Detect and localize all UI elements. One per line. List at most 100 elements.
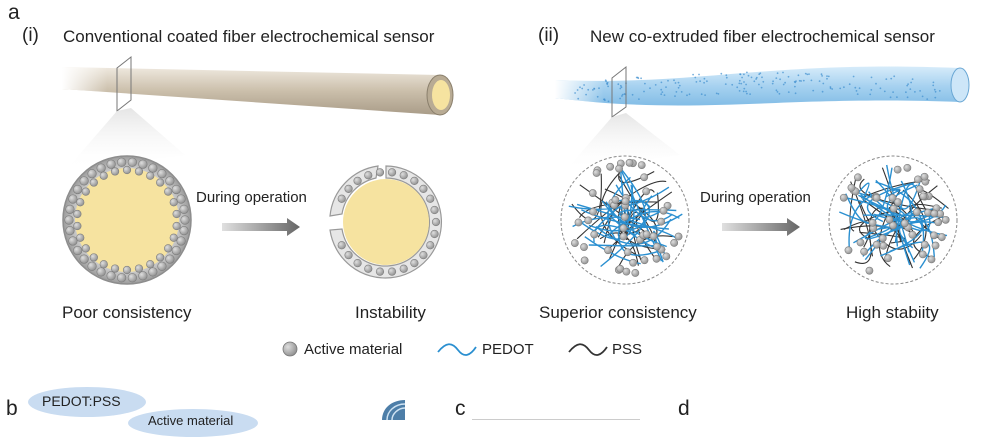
active-particle bbox=[674, 232, 683, 241]
active-particle bbox=[590, 230, 599, 239]
active-particle bbox=[117, 157, 127, 167]
active-particle bbox=[117, 273, 127, 283]
active-particle bbox=[930, 231, 938, 240]
active-particle bbox=[927, 255, 936, 264]
active-particle bbox=[920, 240, 929, 249]
active-particle bbox=[894, 198, 902, 207]
active-particle bbox=[570, 239, 579, 247]
stable-network-cross-section bbox=[828, 155, 958, 285]
active-particle bbox=[889, 204, 898, 213]
active-particle bbox=[110, 167, 120, 176]
active-particle bbox=[73, 184, 83, 195]
legend-pss: PSS bbox=[612, 341, 643, 358]
legend-pss-icon bbox=[568, 343, 608, 356]
active-particle bbox=[169, 198, 178, 207]
active-particle bbox=[68, 236, 78, 246]
active-particle bbox=[893, 165, 902, 174]
active-particle bbox=[89, 178, 98, 187]
legend-active-material: Active material bbox=[304, 341, 403, 358]
legend-particle-icon bbox=[282, 341, 298, 357]
active-particle bbox=[844, 246, 853, 255]
active-particle bbox=[431, 217, 441, 227]
active-particle bbox=[419, 184, 428, 193]
active-particle bbox=[99, 171, 108, 180]
panel-b-device-fragment bbox=[382, 400, 406, 420]
active-particle bbox=[878, 234, 887, 243]
active-particles bbox=[64, 157, 190, 283]
pedot-chain bbox=[580, 209, 669, 230]
active-particle bbox=[165, 176, 175, 186]
active-particle bbox=[76, 233, 85, 242]
active-particle bbox=[430, 229, 439, 239]
active-particle bbox=[941, 215, 950, 224]
active-particle bbox=[79, 254, 89, 264]
active-particle bbox=[156, 178, 165, 187]
active-particle bbox=[164, 244, 173, 253]
active-particle bbox=[399, 171, 408, 180]
active-particle bbox=[637, 161, 646, 170]
active-particle bbox=[179, 226, 189, 236]
active-particle bbox=[430, 205, 439, 215]
active-particle bbox=[900, 219, 909, 228]
active-particle bbox=[606, 162, 615, 171]
active-particle bbox=[337, 241, 346, 250]
active-particle bbox=[854, 173, 862, 182]
active-particle bbox=[364, 264, 373, 273]
active-particle bbox=[912, 208, 921, 217]
panel-label-b: b bbox=[6, 397, 18, 420]
active-particle bbox=[580, 243, 588, 251]
caption-high-stability: High stabiity bbox=[846, 303, 939, 322]
pss-chain bbox=[632, 225, 642, 261]
pedot-chain bbox=[866, 182, 915, 223]
active-particle bbox=[387, 267, 397, 276]
active-particle bbox=[889, 221, 897, 230]
active-particle bbox=[657, 217, 666, 226]
active-particle bbox=[580, 256, 589, 265]
pss-chain bbox=[859, 178, 938, 212]
active-particle bbox=[172, 221, 181, 231]
active-particle bbox=[410, 259, 419, 268]
cross-section-plane bbox=[611, 65, 627, 118]
active-particle bbox=[584, 216, 593, 225]
active-particle bbox=[589, 207, 598, 216]
active-particle bbox=[604, 246, 612, 255]
pedot-chain bbox=[843, 196, 898, 238]
conventional-title: Conventional coated fiber electrochemica… bbox=[63, 27, 435, 46]
active-particle bbox=[134, 167, 144, 176]
pedot-chain bbox=[595, 218, 672, 245]
active-particle bbox=[920, 172, 929, 181]
operation-arrow bbox=[222, 218, 300, 236]
active-particle bbox=[419, 251, 428, 260]
active-particle bbox=[619, 232, 628, 241]
arrow-label-right: During operation bbox=[700, 189, 811, 206]
active-particle bbox=[860, 247, 869, 256]
active-particle bbox=[79, 176, 89, 186]
active-particle bbox=[106, 271, 116, 281]
active-particle bbox=[73, 209, 82, 219]
pedot-chain bbox=[620, 168, 647, 232]
active-particle bbox=[908, 230, 917, 239]
panel-label-a: a bbox=[8, 1, 20, 24]
active-particle bbox=[649, 232, 658, 241]
active-particle bbox=[73, 245, 83, 256]
active-particle bbox=[157, 169, 167, 179]
active-particle bbox=[865, 266, 874, 275]
active-particle bbox=[629, 258, 638, 267]
active-particle bbox=[81, 244, 90, 253]
active-particle bbox=[903, 163, 912, 172]
active-particle bbox=[872, 193, 881, 202]
pedot-chain bbox=[853, 210, 917, 244]
active-particle bbox=[888, 194, 897, 202]
active-particle bbox=[138, 271, 148, 281]
active-particle bbox=[169, 233, 178, 242]
active-particle bbox=[885, 215, 894, 224]
active-particle bbox=[96, 163, 106, 173]
legend-pedot-icon bbox=[437, 343, 477, 356]
active-particle bbox=[642, 230, 651, 239]
pss-chain bbox=[902, 189, 927, 261]
active-particle bbox=[931, 241, 940, 250]
active-particle bbox=[662, 252, 671, 261]
coextruded-fiber bbox=[555, 65, 970, 118]
active-particle bbox=[375, 267, 385, 276]
active-particle bbox=[68, 194, 78, 204]
